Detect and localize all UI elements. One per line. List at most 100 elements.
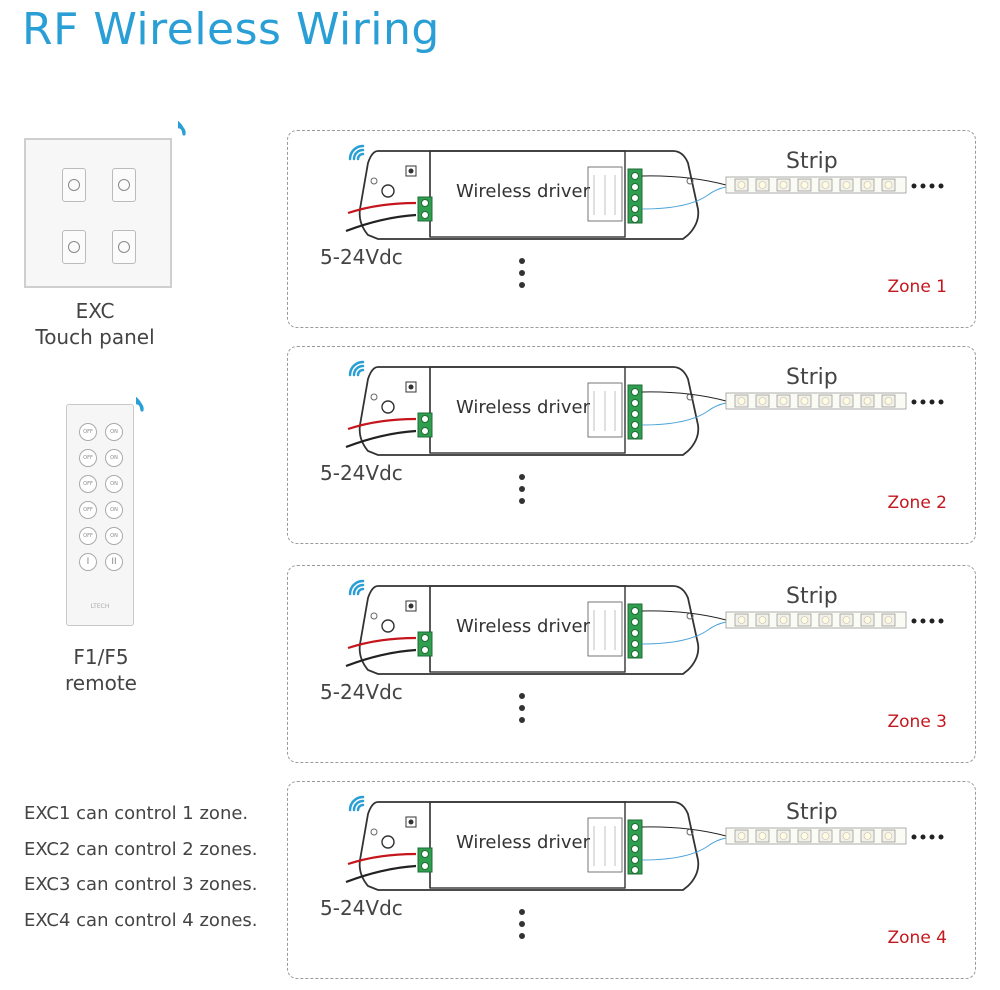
input-wire-red [347,201,417,215]
remote-label: F1/F5 remote [6,644,196,696]
zone-diagram [345,360,944,504]
led-dot [863,181,872,189]
panel-button[interactable] [112,230,136,264]
touch-panel[interactable] [24,138,172,288]
driver-label: Wireless driver [456,397,590,418]
input-wire-black [345,864,417,884]
panel-button[interactable] [62,230,86,264]
learn-button-dot [408,819,414,825]
terminal-screw-icon [631,399,639,407]
ellipsis-dot [519,474,525,480]
remote-pause-icon[interactable]: II [105,553,123,571]
terminal-screw-icon [631,215,639,223]
terminal-screw-icon [421,634,429,642]
continuation-dot [920,618,926,624]
terminal-screw-icon [631,834,639,842]
wireless-signal-icon [136,392,144,412]
led-dot [779,397,788,405]
ellipsis-dot [519,270,525,276]
zone-box: Wireless driver 5-24Vdc Strip Zone 1 [287,130,976,328]
mount-hole-icon [370,612,378,620]
mount-hole-icon [370,828,378,836]
terminal-screw-icon [631,618,639,626]
continuation-dot [911,399,917,405]
terminal-screw-icon [631,650,639,658]
continuation-dot [938,834,944,840]
led-dot [884,397,893,405]
output-wire-blue [641,621,727,645]
remote-button-on[interactable]: ON [105,449,123,467]
input-voltage: 5-24Vdc [320,680,403,704]
remote-button-on[interactable]: ON [105,475,123,493]
ellipsis-dot [519,921,525,927]
led-dot [821,616,830,624]
remote-button-on[interactable]: ON [105,527,123,545]
led-dot [863,397,872,405]
led-dot [779,616,788,624]
terminal-screw-icon [631,388,639,396]
wireless-signal-icon [348,360,365,377]
continuation-dot [929,834,935,840]
input-voltage: 5-24Vdc [320,461,403,485]
remote-button-off[interactable]: OFF [79,449,97,467]
remote-button-on[interactable]: ON [105,501,123,519]
terminal-screw-icon [631,866,639,874]
continuation-dot [929,618,935,624]
continuation-dot [911,183,917,189]
led-dot [884,181,893,189]
indicator-hole-icon [381,184,395,198]
led-dot [863,832,872,840]
mount-hole-icon [370,393,378,401]
led-dot [800,181,809,189]
remote-button-off[interactable]: OFF [79,527,97,545]
wireless-signal-icon [348,144,365,161]
remote-button-off[interactable]: OFF [79,423,97,441]
led-dot [737,397,746,405]
wireless-signal-icon [348,795,365,812]
led-dot [758,181,767,189]
led-dot [758,397,767,405]
continuation-dot [929,183,935,189]
led-dot [737,616,746,624]
input-wire-black [345,213,417,233]
terminal-screw-icon [631,856,639,864]
terminal-screw-icon [631,410,639,418]
led-strip [725,392,907,410]
led-dot [737,181,746,189]
driver-label: Wireless driver [456,832,590,853]
input-wire-red [347,636,417,650]
led-dot [800,397,809,405]
remote-button-on[interactable]: ON [105,423,123,441]
terminal-screw-icon [421,646,429,654]
led-dot [863,616,872,624]
led-dot [779,181,788,189]
remote-button-off[interactable]: OFF [79,475,97,493]
terminal-screw-icon [631,845,639,853]
zone-label: Zone 4 [887,928,948,948]
panel-button[interactable] [112,168,136,202]
panel-button[interactable] [62,168,86,202]
terminal-screw-icon [421,211,429,219]
terminal-screw-icon [631,640,639,648]
terminal-screw-icon [421,427,429,435]
remote-power-icon[interactable]: I [79,553,97,571]
led-dot [758,616,767,624]
ellipsis-dot [519,498,525,504]
led-dot [842,832,851,840]
ellipsis-dot [519,717,525,723]
ellipsis-dot [519,909,525,915]
zone-diagram [345,795,944,939]
remote-control[interactable]: OFF ON OFF ON OFF ON OFF ON OFF ON I II … [66,404,134,626]
driver-label: Wireless driver [456,616,590,637]
led-strip [725,176,907,194]
terminal-screw-icon [631,607,639,615]
led-strip [725,611,907,629]
strip-label: Strip [786,149,838,174]
output-wire-blue [641,837,727,861]
remote-button-off[interactable]: OFF [79,501,97,519]
continuation-dot [938,399,944,405]
led-dot [842,181,851,189]
wireless-signal-icon [348,579,365,596]
terminal-screw-icon [631,205,639,213]
led-dot [821,397,830,405]
